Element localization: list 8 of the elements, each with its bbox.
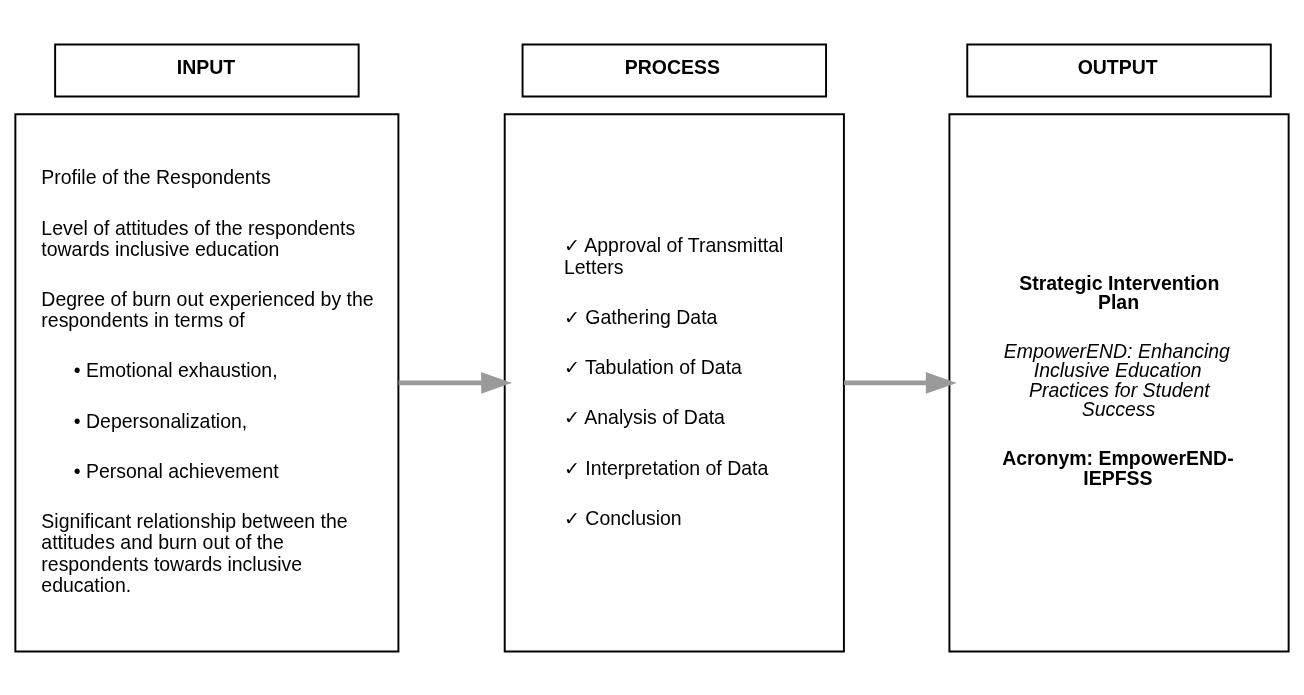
node-box: INPUT — [54, 43, 360, 97]
node-box: PROCESS — [521, 43, 828, 97]
arrow — [398, 371, 513, 394]
arrow — [844, 371, 957, 394]
node-box: Strategic Intervention Plan EmpowerEND: Enhancing Inclusive Education Practices for Student Success Acronym: EmpowerEND-IEPFSS — [948, 112, 1290, 652]
node-box: OUTPUT — [966, 43, 1272, 97]
node-box: ✓ Approval of Transmittal Letters ✓ Gathering Data ✓ Tabulation of Data ✓ Analysis of Data ✓ Interpretation of Data ✓ Conclusion — [503, 112, 845, 652]
node-box: Profile of the Respondents Level of attitudes of the respondents towards inclusive education Degree of burn out experienced by the respondents in terms of • Emotional exhaustion, • Depersonalization, • Personal achievement Significant relationship between the attitudes and burn out of the respondents towards inclusive education. — [14, 112, 400, 652]
